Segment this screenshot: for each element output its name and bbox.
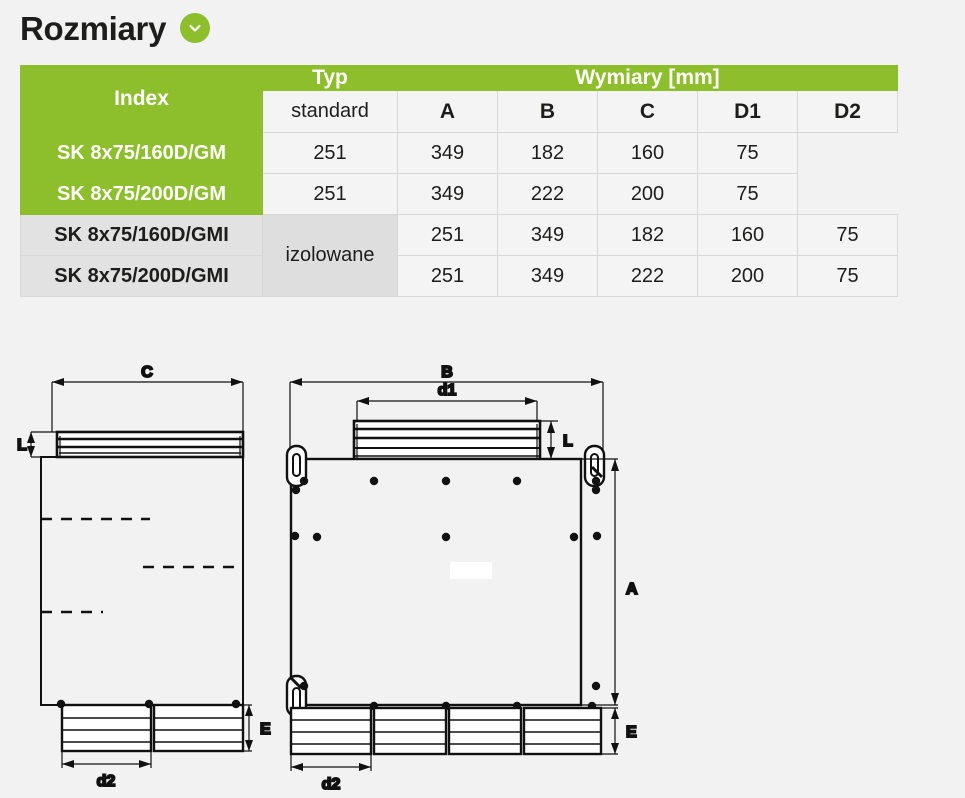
cell-c: 222 [497,173,598,215]
dim-label-B: B [441,364,453,381]
table-row: SK 8x75/200D/GM 251 349 222 200 75 [20,173,898,215]
dim-label-E-front: E [626,724,637,741]
table-row: SK 8x75/200D/GMI 251 349 222 200 75 [20,255,899,297]
cell-c: 222 [597,255,698,297]
cell-d2: 75 [697,173,798,215]
column-header-c: C [597,90,698,133]
cell-b: 349 [497,255,598,297]
column-header-d2: D2 [796,90,899,133]
cell-d1: 160 [597,132,698,174]
chevron-down-icon[interactable] [180,13,211,43]
cell-b: 349 [497,214,598,256]
dim-label-E-side: E [260,721,271,738]
bolt-pattern [290,476,602,711]
column-header-a: A [397,90,498,133]
table-row: SK 8x75/160D/GM 251 349 182 160 75 [20,132,898,174]
cell-a: 251 [262,132,398,174]
dim-label-A: A [626,581,638,598]
technical-drawing: L [0,340,965,798]
cell-a: 251 [262,173,398,215]
page-title: Rozmiary [20,9,167,47]
cell-b: 349 [397,173,498,215]
cell-d2: 75 [796,255,899,297]
cell-index: SK 8x75/160D/GMI [20,214,263,256]
cell-d2: 75 [697,132,798,174]
table-header-row-2: standard A B C D1 D2 [21,90,899,133]
table-row: SK 8x75/160D/GMI izolowane 251 349 182 1… [20,214,899,297]
cell-d1: 200 [597,173,698,215]
dim-label-L-side: L [17,437,27,454]
cell-index: SK 8x75/200D/GMI [20,255,263,297]
column-header-typ: Typ [262,65,398,91]
column-header-d1: D1 [697,90,798,133]
cell-d1: 200 [697,255,798,297]
cell-d2: 75 [796,214,899,256]
column-header-index: Index [20,65,263,133]
dim-label-C: C [141,364,153,381]
typ-cell-standard: standard [262,90,398,133]
front-view: B d1 [285,363,639,794]
typ-cell-izolowane: izolowane [262,214,398,297]
dim-label-d2-front: d2 [322,776,341,793]
dim-label-d2-side: d2 [97,773,116,790]
column-header-wymiary: Wymiary [mm] [396,65,899,91]
page-header: Rozmiary [20,4,211,52]
dim-label-d1: d1 [438,382,457,399]
cell-index: SK 8x75/200D/GM [20,173,263,215]
side-view: L [16,363,272,791]
sizes-table: Index Typ Wymiary [mm] standard A B C D1… [20,65,899,297]
cell-a: 251 [397,214,498,256]
table-header-row-1: Index Typ Wymiary [mm] [20,65,899,133]
cell-index: SK 8x75/160D/GM [20,132,263,174]
column-header-b: B [497,90,598,133]
dim-label-L-front: L [563,433,573,450]
cell-b: 349 [397,132,498,174]
cell-c: 182 [497,132,598,174]
cell-d1: 160 [697,214,798,256]
cell-c: 182 [597,214,698,256]
cell-a: 251 [397,255,498,297]
